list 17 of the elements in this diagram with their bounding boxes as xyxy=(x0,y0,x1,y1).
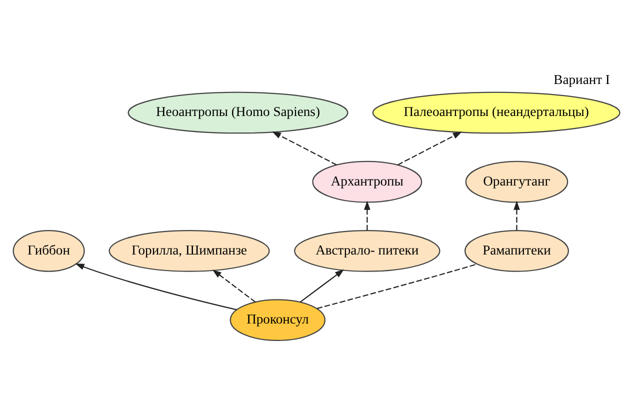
arrow xyxy=(398,132,462,166)
arrow xyxy=(514,200,520,230)
arrow xyxy=(300,269,344,303)
node-ellipse: Австрало- питеки xyxy=(294,230,440,272)
node-ellipse: Рамапитеки xyxy=(464,230,569,272)
node-ellipse: Неоантропы (Homo Sapiens) xyxy=(128,92,348,134)
connector xyxy=(316,264,478,310)
diagram-title: Вариант I xyxy=(554,72,610,87)
arrow xyxy=(75,263,237,310)
arrow xyxy=(272,131,337,166)
node-ellipse: Палеоантропы (неандертальцы) xyxy=(372,92,620,134)
node-ellipse: Архантропы xyxy=(312,160,422,203)
arrow xyxy=(364,200,370,230)
node-ellipse: Проконсул xyxy=(230,299,326,342)
arrow xyxy=(212,270,256,303)
node-ellipse: Горилла, Шимпанзе xyxy=(108,230,270,272)
node-ellipse: Орангутанг xyxy=(465,160,568,203)
